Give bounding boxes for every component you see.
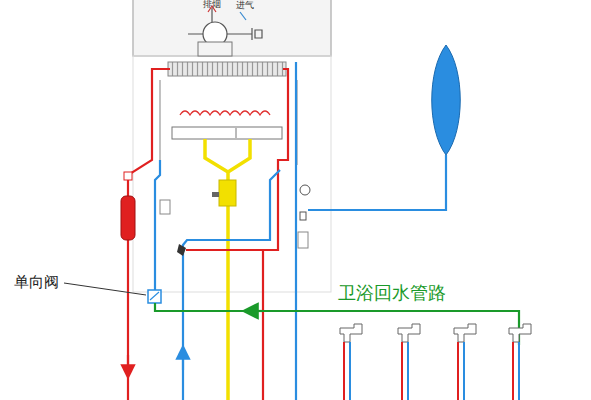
red-tank (121, 196, 135, 240)
gas-pipe (205, 139, 250, 400)
gas-valve (219, 180, 236, 206)
heat-exchanger (168, 62, 286, 76)
gauge (300, 185, 310, 195)
leader-line (64, 283, 146, 295)
boiler-housing-lower (133, 56, 331, 292)
faucets (340, 324, 531, 400)
return-label: 卫浴回水管路 (338, 283, 446, 303)
cold-water-pipe (295, 62, 297, 400)
return-line (155, 303, 519, 345)
check-valve (148, 290, 161, 303)
valve-label: 单向阀 (14, 274, 59, 291)
burner (172, 127, 282, 139)
flames (180, 111, 270, 115)
heating-return-pipe (183, 170, 280, 400)
flue-label: 排烟 (203, 0, 221, 10)
intake-label: 进气 (236, 1, 254, 11)
pump (177, 244, 186, 256)
boiler-housing (133, 0, 331, 56)
expansion-vessel (432, 45, 461, 155)
